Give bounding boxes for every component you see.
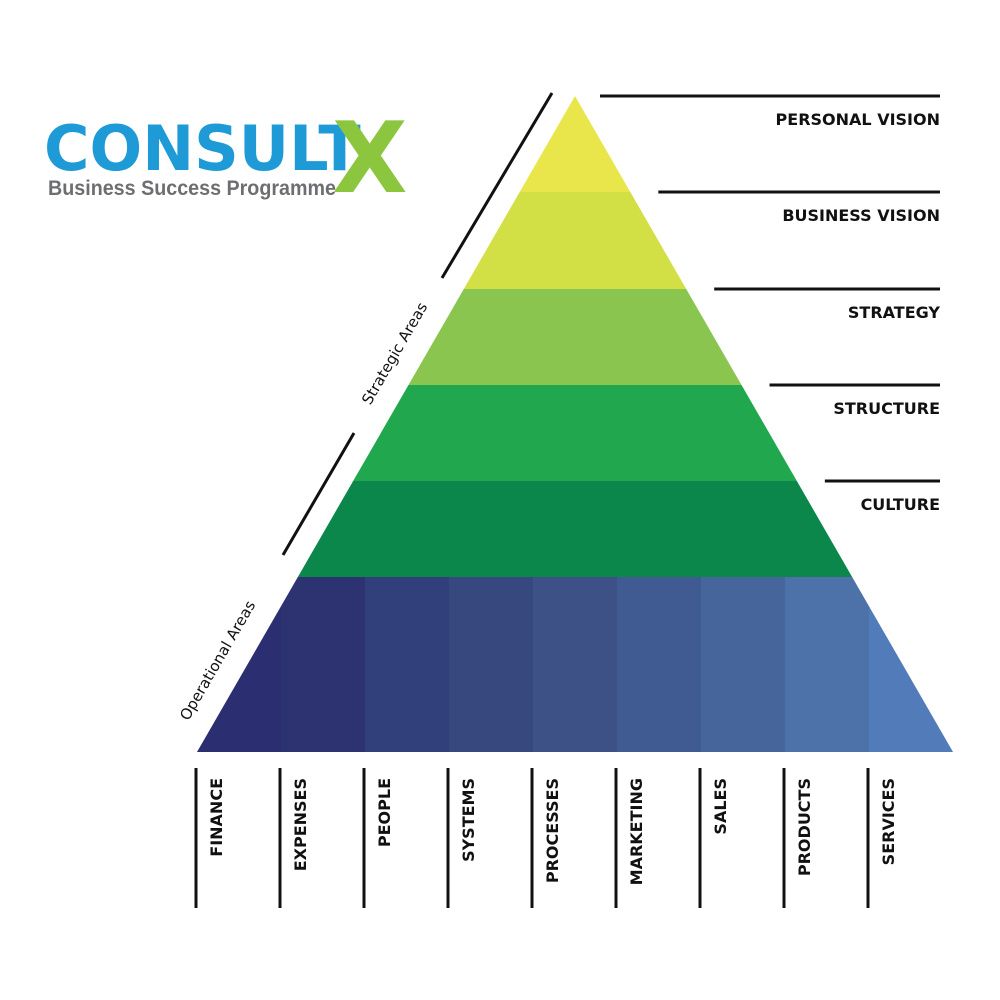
logo-tagline: Business Success Programme — [48, 177, 336, 200]
side-lines — [281, 92, 554, 556]
operational-column-9 — [869, 577, 953, 752]
level-label-1: PERSONAL VISION — [776, 110, 940, 129]
level-label-3: STRATEGY — [848, 303, 941, 322]
level-label-4: STRUCTURE — [833, 399, 940, 418]
operational-column-4 — [449, 577, 533, 752]
side-line-middle — [281, 432, 356, 556]
area-label-1: FINANCE — [207, 778, 226, 857]
pyramid-level-1 — [519, 96, 631, 192]
logo-brand: CONSULT — [44, 112, 361, 185]
operational-column-6 — [617, 577, 701, 752]
area-label-8: PRODUCTS — [795, 778, 814, 876]
level-label-5: CULTURE — [861, 495, 940, 514]
area-label-4: SYSTEMS — [459, 778, 478, 862]
pyramid-level-4 — [353, 385, 797, 481]
operational-area-labels: FINANCE EXPENSES PEOPLE SYSTEMS PROCESSES MAR… — [194, 768, 898, 908]
logo: CONSULT X Business Success Programme — [44, 102, 408, 216]
area-label-2: EXPENSES — [291, 778, 310, 871]
operational-column-5 — [533, 577, 617, 752]
operational-column-8 — [785, 577, 869, 752]
operational-column-3 — [365, 577, 449, 752]
pyramid-layers — [197, 96, 953, 752]
operational-column-2 — [281, 577, 365, 752]
strategic-level-labels: PERSONAL VISION BUSINESS VISION STRATEGY ST… — [600, 94, 941, 514]
area-label-3: PEOPLE — [375, 778, 394, 847]
area-label-5: PROCESSES — [543, 778, 562, 883]
area-label-7: SALES — [711, 778, 730, 835]
pyramid-level-3 — [408, 289, 742, 385]
pyramid-level-5 — [297, 481, 853, 577]
area-label-6: MARKETING — [627, 778, 646, 885]
logo-brand-mark: X — [332, 102, 408, 216]
operational-column-7 — [701, 577, 785, 752]
operational-band — [197, 577, 953, 752]
area-label-9: SERVICES — [879, 778, 898, 865]
side-line-top — [440, 92, 554, 279]
level-label-2: BUSINESS VISION — [782, 206, 940, 225]
pyramid-level-2 — [463, 192, 687, 289]
